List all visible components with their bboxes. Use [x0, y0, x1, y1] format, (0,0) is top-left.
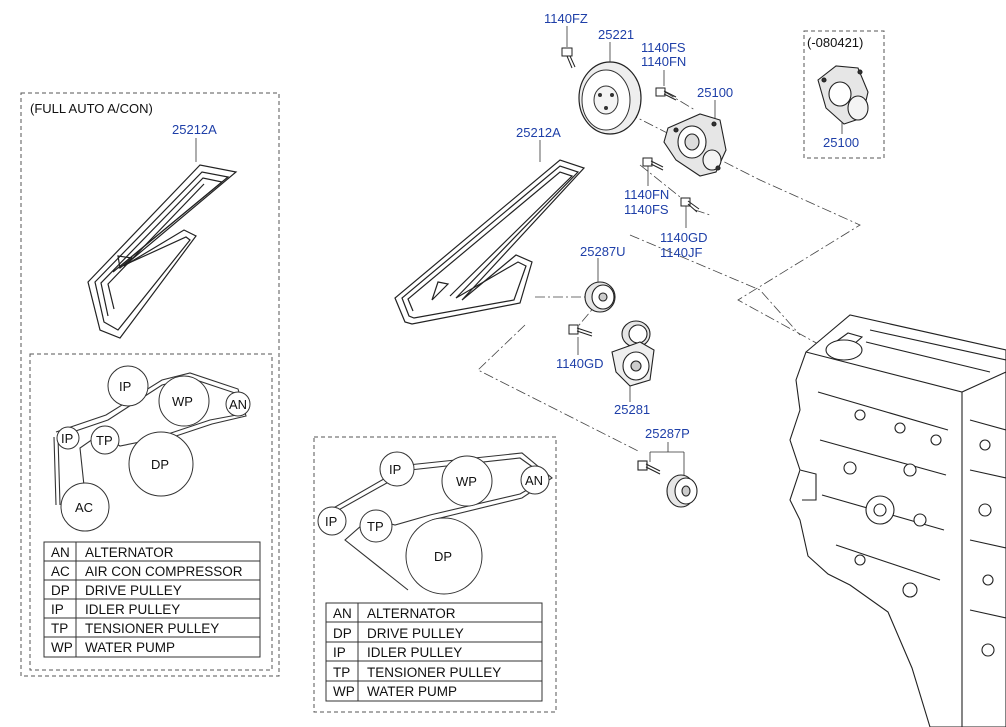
legend-code: AC [51, 564, 70, 579]
bolt-part-number: 1140FN [641, 54, 686, 69]
legend-name: DRIVE PULLEY [85, 583, 182, 598]
center-routing-pulleys [317, 451, 550, 595]
bolt-1140gd-right-drawing [680, 197, 700, 213]
legend-name: IDLER PULLEY [367, 645, 462, 660]
pulley-label: TP [96, 433, 113, 448]
legend-table-center: AN ALTERNATOR DP DRIVE PULLEY IP IDLER P… [325, 602, 543, 702]
legend-code: AN [333, 606, 352, 621]
water-pump-part-number: 25100 [697, 85, 733, 100]
pulley-label: DP [151, 457, 169, 472]
pulley-ip-lower [317, 506, 347, 536]
legend-code: IP [51, 602, 64, 617]
bolt-part-number: 1140GD [660, 230, 707, 245]
legend-code: WP [333, 684, 355, 699]
idler-part-number: 25287P [645, 426, 690, 441]
pulley-label: AN [525, 473, 543, 488]
bolt-part-number: 1140JF [660, 245, 702, 260]
bolt-part-number: 1140FS [624, 202, 669, 217]
pulley-label: AC [75, 500, 93, 515]
engine-block-drawing [789, 314, 1006, 727]
pulley-label: IP [389, 462, 401, 477]
pulley-tp [359, 509, 393, 543]
water-pump-inset-drawing [817, 65, 869, 125]
pulley-an [520, 465, 550, 495]
legend-name: ALTERNATOR [367, 606, 456, 621]
pulley-ip-upper [379, 451, 415, 487]
idler-p-leader [649, 442, 685, 476]
pulley-wp [441, 455, 493, 507]
pulley-label: IP [325, 514, 337, 529]
belt-left-drawing [87, 164, 238, 339]
pulley-wp [158, 375, 210, 427]
pulley-label: IP [119, 379, 131, 394]
bolt-part-number: 1140FZ [544, 11, 588, 26]
legend-code: DP [51, 583, 70, 598]
center-routing-frame [313, 436, 557, 713]
bolt-part-number: 1140GD [556, 356, 603, 371]
bolt-1140fn-low-drawing [642, 157, 664, 171]
bolt-1140fs-top-drawing [655, 87, 677, 101]
pulley-part-number: 25221 [598, 27, 634, 42]
legend-name: DRIVE PULLEY [367, 626, 464, 641]
pulley-dp [128, 431, 194, 497]
left-panel-frame [20, 92, 280, 677]
pulley-label: TP [367, 519, 384, 534]
bolt-1140fz-drawing [561, 47, 576, 69]
pulley-an [225, 391, 251, 417]
legend-name: WATER PUMP [367, 684, 457, 699]
pulley-label: WP [456, 474, 477, 489]
idler-25287p-drawing [637, 460, 698, 508]
legend-code: AN [51, 545, 70, 560]
left-panel-title: (FULL AUTO A/CON) [30, 101, 153, 116]
pulley-dp [405, 517, 483, 595]
pulley-label: AN [229, 397, 247, 412]
pulley-label: DP [434, 549, 452, 564]
legend-name: AIR CON COMPRESSOR [85, 564, 243, 579]
legend-code: DP [333, 626, 352, 641]
tensioner-25281-drawing [611, 320, 655, 387]
water-pump-drawing [663, 113, 727, 177]
tensioner-part-number: 25281 [614, 402, 650, 417]
legend-name: WATER PUMP [85, 640, 175, 655]
bolt-part-number: 1140FN [624, 187, 669, 202]
pulley-ip-upper [107, 365, 149, 407]
inset-code: (-080421) [807, 35, 863, 50]
legend-code: TP [51, 621, 68, 636]
pulley-label: IP [61, 431, 73, 446]
pulley-ac [60, 482, 110, 532]
legend-table-left: AN ALTERNATOR AC AIR CON COMPRESSOR DP D… [43, 541, 261, 658]
bolt-1140gd-center-drawing [568, 324, 593, 337]
legend-code: WP [51, 640, 73, 655]
water-pump-inset-part-number: 25100 [823, 135, 859, 150]
pulley-25221-drawing [578, 61, 642, 135]
left-routing-belt [53, 372, 247, 506]
belt-center-drawing [394, 159, 586, 325]
inset-frame [803, 30, 885, 159]
bolt-part-number: 1140FS [641, 40, 686, 55]
left-routing-pulleys [56, 365, 251, 532]
belt-left-part-number: 25212A [172, 122, 217, 137]
belt-center-part-number: 25212A [516, 125, 561, 140]
legend-code: IP [333, 645, 346, 660]
pulley-tp [90, 425, 120, 455]
idler-25287u-drawing [584, 281, 616, 313]
pulley-label: WP [172, 394, 193, 409]
legend-name: IDLER PULLEY [85, 602, 180, 617]
idler-part-number: 25287U [580, 244, 626, 259]
legend-name: TENSIONER PULLEY [367, 665, 501, 680]
legend-name: ALTERNATOR [85, 545, 174, 560]
legend-code: TP [333, 665, 350, 680]
legend-name: TENSIONER PULLEY [85, 621, 219, 636]
left-routing-frame [29, 353, 273, 671]
pulley-ip-lower [56, 426, 80, 450]
